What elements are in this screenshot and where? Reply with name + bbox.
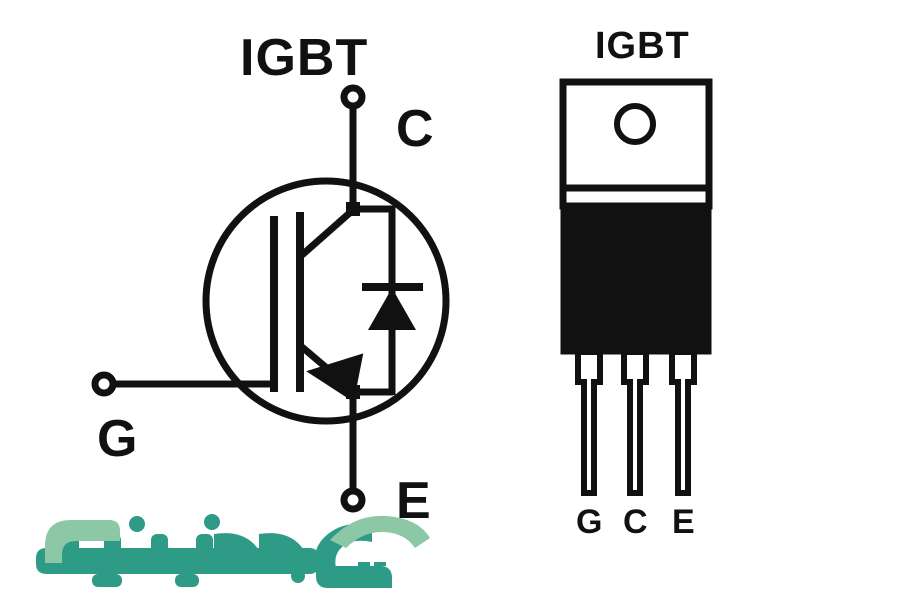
package-lead-g bbox=[575, 349, 603, 496]
watermark-bowl-1 bbox=[214, 533, 261, 572]
mounting-hole-icon bbox=[614, 103, 656, 145]
watermark-trace-2 bbox=[374, 562, 386, 566]
package-lead-e bbox=[669, 349, 697, 496]
watermark-dot-1 bbox=[129, 516, 145, 532]
watermark-hook-tail bbox=[330, 515, 430, 548]
symbol-body-circle bbox=[202, 177, 450, 425]
watermark-hook-foot bbox=[316, 566, 392, 588]
package-body bbox=[560, 203, 712, 355]
watermark-mark bbox=[36, 514, 430, 588]
watermark-trace-1 bbox=[358, 562, 370, 566]
diode-anode-triangle bbox=[368, 288, 416, 330]
watermark-trace-4 bbox=[374, 570, 386, 574]
pin-label-e: E bbox=[672, 503, 695, 541]
collector-slant bbox=[299, 207, 356, 258]
watermark-swash-light bbox=[45, 520, 120, 563]
collector-junction-dot bbox=[346, 202, 360, 216]
watermark-bowl-2 bbox=[259, 533, 306, 572]
pin-label-g: G bbox=[576, 503, 602, 541]
gate-label: G bbox=[97, 410, 137, 468]
package-title: IGBT bbox=[595, 25, 690, 67]
gate-terminal-node[interactable] bbox=[91, 371, 117, 397]
collector-terminal-node[interactable] bbox=[340, 84, 366, 110]
collector-label: C bbox=[396, 100, 434, 158]
watermark-riser-3 bbox=[151, 534, 168, 562]
watermark-tooth-1 bbox=[92, 574, 122, 587]
pin-label-c: C bbox=[623, 503, 648, 541]
symbol-title: IGBT bbox=[240, 29, 368, 87]
watermark-dot-2 bbox=[204, 514, 220, 530]
emitter-terminal-node[interactable] bbox=[340, 487, 366, 513]
emitter-junction-dot bbox=[346, 385, 360, 399]
watermark-dot-3 bbox=[291, 569, 305, 583]
watermark-trace-3 bbox=[358, 570, 370, 574]
watermark-tooth-2 bbox=[175, 574, 199, 587]
package-lead-c bbox=[621, 349, 649, 496]
watermark-riser-4 bbox=[196, 534, 213, 562]
